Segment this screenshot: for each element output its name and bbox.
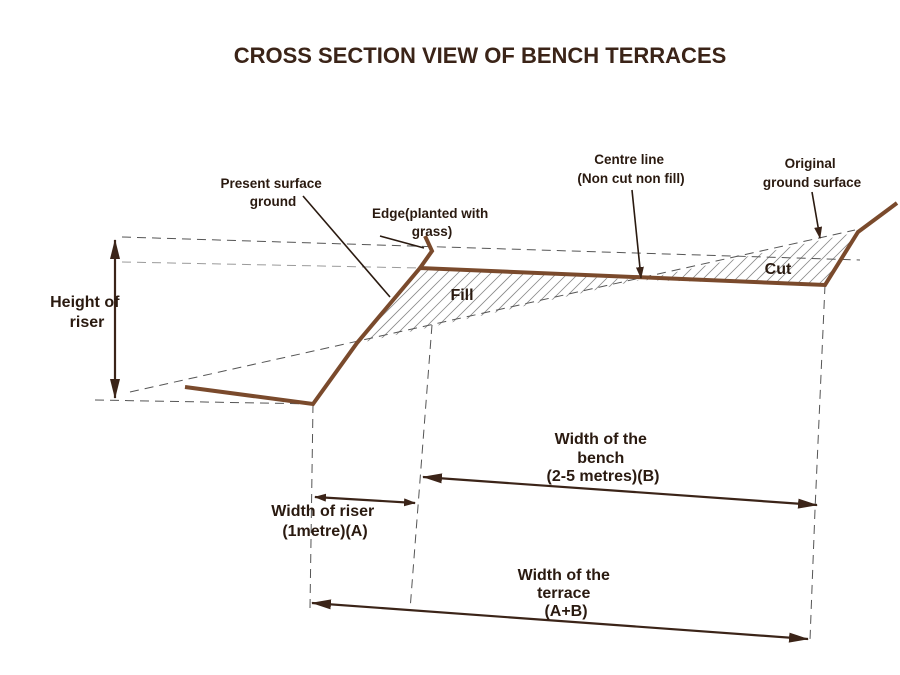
hatch-line	[380, 268, 472, 343]
riser-toe-drop-line	[309, 403, 314, 609]
centre-line-leader	[631, 189, 644, 279]
hatch-line	[790, 232, 857, 285]
hatch-line	[622, 268, 640, 343]
hatch-line	[589, 268, 640, 343]
hatch-line	[656, 260, 746, 350]
height-of-riser-label: Height of riser	[50, 294, 124, 331]
edge-label: Edge(planted with grass)	[372, 206, 492, 239]
fill-hatch	[260, 260, 746, 350]
hatch-line	[868, 225, 900, 290]
hatch-line	[260, 260, 350, 350]
width-of-bench-arrow	[422, 473, 818, 509]
original-surface-label: Original ground surface	[763, 156, 862, 190]
edge-leader	[379, 235, 425, 249]
width-of-terrace-arrow	[311, 599, 809, 643]
original-surface-leader	[811, 191, 823, 239]
centre-line-label: Centre line (Non cut non fill)	[577, 152, 684, 186]
width-of-terrace-label: Width of the terrace (A+B)	[518, 567, 615, 620]
width-of-bench-label: Width of the bench (2-5 metres)(B)	[547, 431, 660, 485]
hatch-line	[357, 268, 373, 343]
edge-bund	[418, 235, 435, 270]
terrace-end-drop-line	[809, 509, 816, 641]
hatch-line	[600, 268, 640, 343]
hatch-line	[611, 268, 640, 343]
present-ground-surface-line	[184, 201, 899, 407]
hatch-line	[424, 268, 516, 343]
hatch-line	[640, 232, 659, 285]
hatch-line	[413, 268, 505, 343]
present-surface-label: Present surface ground	[220, 176, 325, 209]
cut-label: Cut	[765, 261, 792, 278]
diagram-title: CROSS SECTION VIEW OF BENCH TERRACES	[234, 43, 727, 68]
bench-end-drop-line	[814, 284, 826, 511]
bottom-reference-dashed-line	[94, 399, 316, 405]
original-ground-dashed-line	[129, 229, 856, 393]
fill-label: Fill	[450, 287, 473, 304]
riser-top-drop-line	[409, 324, 433, 611]
hatch-line	[358, 268, 450, 343]
hatch-line	[357, 268, 362, 343]
hatch-line	[879, 225, 900, 290]
hatch-line	[391, 268, 483, 343]
present-surface-leader	[302, 195, 391, 298]
hatch-line	[633, 268, 640, 343]
hatch-line	[834, 232, 858, 285]
hatch-line	[768, 232, 835, 285]
width-of-riser-arrow	[314, 493, 416, 507]
top-reference-dashed-line	[121, 236, 861, 261]
hatch-line	[812, 232, 858, 285]
hatch-line	[856, 232, 858, 285]
width-of-riser-label: Width of riser (1metre)(A)	[271, 503, 378, 540]
hatch-line	[357, 268, 417, 343]
mid-reference-dashed-line	[121, 261, 421, 269]
